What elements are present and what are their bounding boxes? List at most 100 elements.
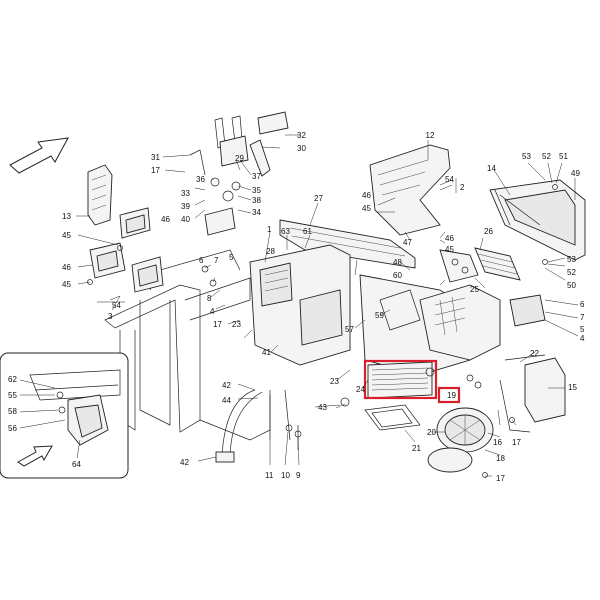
callout-19-highlight [437, 386, 461, 404]
callout-60: 60 [393, 271, 402, 280]
left-air-ducts [87, 164, 164, 293]
callout-44: 44 [222, 396, 231, 405]
callout-42a: 42 [222, 381, 231, 390]
callout-35: 35 [252, 186, 261, 195]
blower-fan [427, 407, 494, 473]
callout-5: 5 [580, 325, 585, 334]
upper-distribution-duct [279, 219, 416, 269]
inset-arrow-icon [17, 445, 53, 467]
callout-23a: 23 [330, 377, 339, 386]
callout-2: 2 [460, 183, 465, 192]
callout-6b: 6 [199, 256, 204, 265]
callout-15: 15 [568, 383, 577, 392]
callout-17b: 17 [496, 474, 505, 483]
callout-20: 20 [427, 428, 436, 437]
vehicle-frame [104, 249, 271, 441]
callout-8: 8 [207, 294, 212, 303]
callout-9: 9 [296, 471, 301, 480]
callout-16: 16 [493, 438, 502, 447]
callout-37: 37 [252, 172, 261, 181]
callout-36: 36 [196, 175, 205, 184]
callout-64: 64 [72, 460, 81, 469]
callout-45b: 45 [362, 204, 371, 213]
upper-inlet-duct [369, 144, 451, 236]
callout-23b: 23 [232, 320, 241, 329]
callout-62: 62 [8, 375, 17, 384]
callout-38: 38 [252, 196, 261, 205]
callout-21: 21 [412, 444, 421, 453]
callout-41: 41 [262, 348, 271, 357]
callout-labels: 12 54 2 14 53 52 51 49 53 52 50 6 7 5 4 … [8, 131, 585, 483]
callout-57: 57 [345, 325, 354, 334]
callout-34: 34 [252, 208, 261, 217]
callout-28: 28 [266, 247, 275, 256]
callout-7: 7 [580, 313, 585, 322]
callout-46a: 46 [445, 234, 454, 243]
evaporator-highlight-frame [363, 359, 438, 400]
callout-30: 30 [297, 144, 306, 153]
callout-10: 10 [281, 471, 290, 480]
callout-46d: 46 [62, 263, 71, 272]
callout-19: 19 [447, 391, 456, 400]
control-module [499, 294, 566, 433]
callout-29: 29 [235, 154, 244, 163]
callout-27: 27 [314, 194, 323, 203]
callout-50: 50 [567, 281, 576, 290]
right-intake-housing [489, 179, 586, 261]
callout-18: 18 [496, 454, 505, 463]
callout-4: 4 [580, 334, 585, 343]
callout-63: 63 [281, 227, 290, 236]
leader-lines [19, 134, 579, 477]
callout-22: 22 [530, 349, 539, 358]
group-brackets [97, 178, 457, 303]
callout-54b: 54 [112, 301, 121, 310]
callout-53: 53 [522, 152, 531, 161]
callout-11: 11 [265, 471, 274, 480]
callout-14: 14 [487, 164, 496, 173]
callout-52b: 52 [567, 268, 576, 277]
fasteners [87, 184, 558, 478]
callout-5b: 5 [229, 253, 234, 262]
callout-51: 51 [559, 152, 568, 161]
callout-43: 43 [318, 403, 327, 412]
callout-45d: 45 [62, 280, 71, 289]
callout-47: 47 [403, 238, 412, 247]
callout-17c: 17 [151, 166, 160, 175]
callout-48: 48 [393, 258, 402, 267]
callout-53b: 53 [567, 255, 576, 264]
callout-40: 40 [181, 215, 190, 224]
callout-55: 55 [8, 391, 17, 400]
callout-54: 54 [445, 175, 454, 184]
callout-26: 26 [484, 227, 493, 236]
control-levers-group [189, 111, 289, 236]
callout-61: 61 [303, 227, 312, 236]
callout-7b: 7 [214, 256, 219, 265]
callout-25: 25 [470, 285, 479, 294]
callout-12: 12 [426, 131, 435, 140]
gasket [364, 404, 421, 431]
callout-31: 31 [151, 153, 160, 162]
callout-32: 32 [297, 131, 306, 140]
evaporator-core [367, 361, 435, 399]
callout-45c: 45 [62, 231, 71, 240]
callout-6: 6 [580, 300, 585, 309]
callout-17a: 17 [512, 438, 521, 447]
callout-46b: 46 [362, 191, 371, 200]
callout-46c: 46 [161, 215, 170, 224]
callout-59: 59 [375, 311, 384, 320]
heater-box-assembly [249, 244, 501, 376]
callout-3: 3 [108, 312, 113, 321]
callout-1: 1 [267, 225, 272, 234]
callout-56: 56 [8, 424, 17, 433]
callout-52: 52 [542, 152, 551, 161]
cabin-filter [439, 247, 521, 283]
direction-arrow-icon [9, 137, 69, 174]
callout-45a: 45 [445, 245, 454, 254]
callout-13: 13 [62, 212, 71, 221]
callout-49: 49 [571, 169, 580, 178]
callout-39: 39 [181, 202, 190, 211]
detail-inset [0, 352, 129, 479]
callout-24: 24 [356, 385, 365, 394]
callout-4b: 4 [210, 307, 215, 316]
